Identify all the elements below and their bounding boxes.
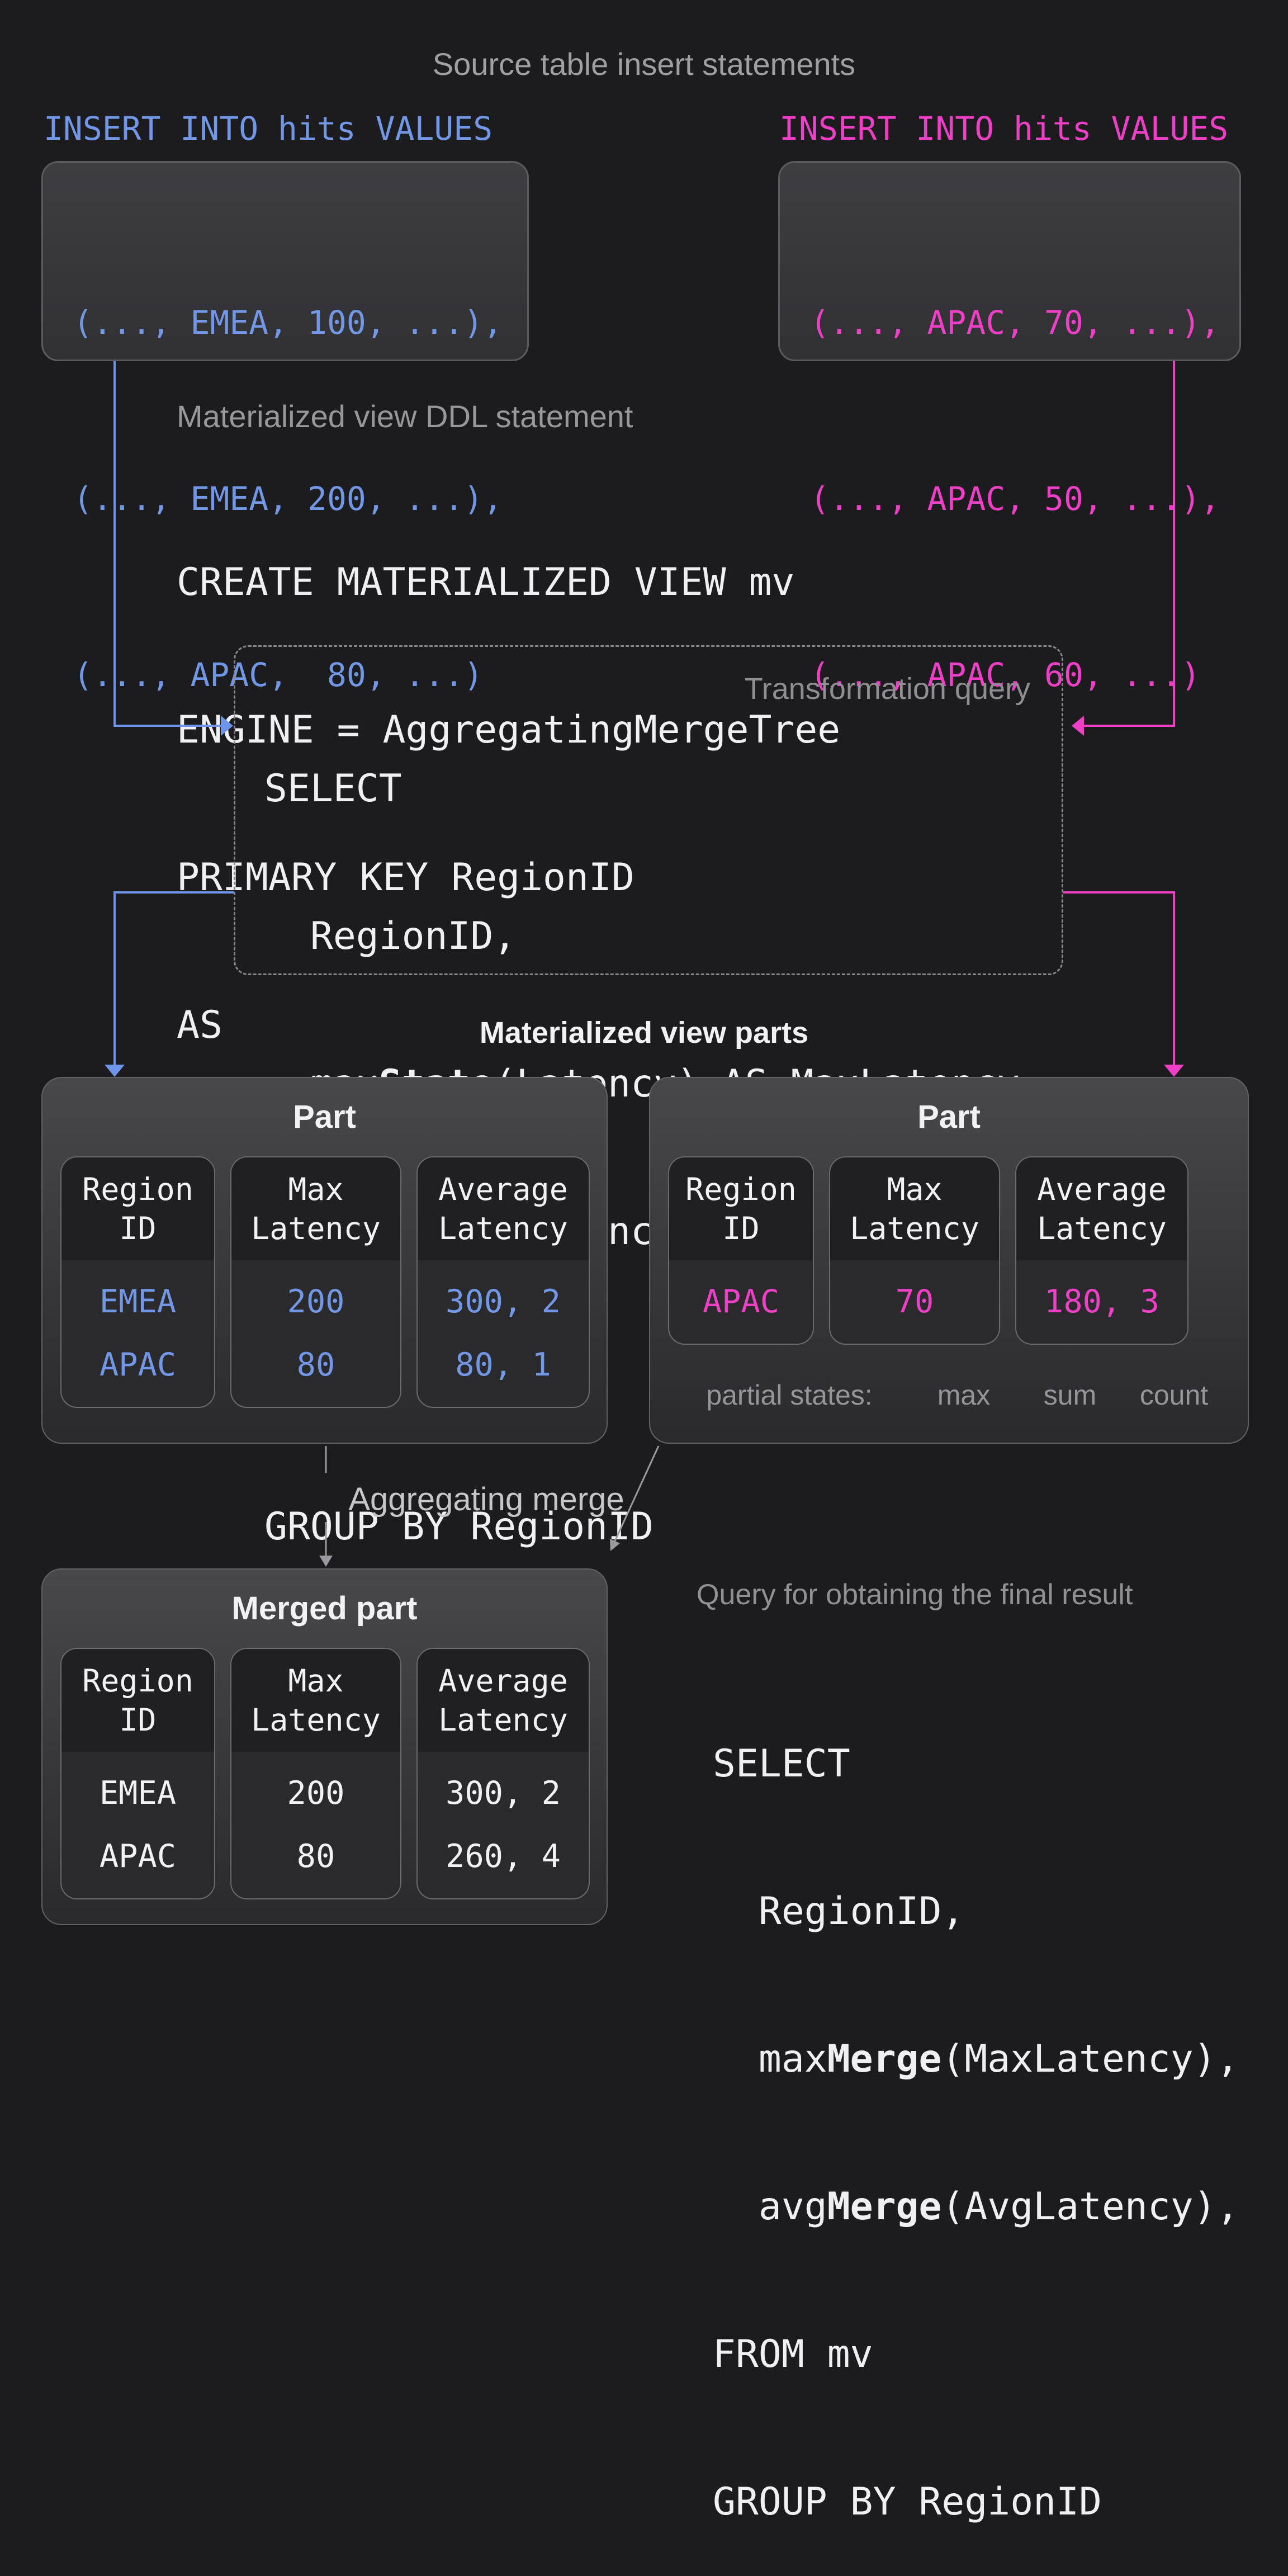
materialized-view-parts-heading: Materialized view parts — [479, 1016, 809, 1050]
part-title: Part — [917, 1099, 981, 1135]
final-code-line: avgMerge(AvgLatency), — [713, 2185, 1239, 2229]
partial-state-count-label: count — [1139, 1379, 1209, 1411]
insert-right-row: (..., APAC, 70, ...), — [810, 304, 1220, 342]
column-average-latency: Average Latency 300, 2 260, 4 — [416, 1648, 590, 1899]
source-inserts-heading: Source table insert statements — [432, 46, 856, 82]
column-region-id: Region ID EMEA APAC — [60, 1648, 215, 1899]
transformation-query-box: Transformation query SELECT RegionID, ma… — [234, 645, 1063, 1549]
partial-state-sum-label: sum — [1043, 1379, 1097, 1411]
column-max-latency: Max Latency 200 80 — [230, 1156, 401, 1408]
column-values: 200 80 — [287, 1283, 345, 1383]
column-header: Region ID — [61, 1157, 214, 1260]
column-values: 300, 2 260, 4 — [446, 1774, 561, 1875]
column-region-id: Region ID EMEA APAC — [60, 1156, 215, 1408]
column-header: Max Latency — [231, 1157, 400, 1260]
column-header: Region ID — [669, 1157, 813, 1260]
column-header: Max Latency — [830, 1157, 999, 1260]
column-average-latency: Average Latency 300, 2 80, 1 — [416, 1156, 590, 1408]
column-header: Average Latency — [1016, 1157, 1187, 1260]
aggregating-merge-label: Aggregating merge — [348, 1481, 624, 1518]
insert-right-box: (..., APAC, 70, ...), (..., APAC, 50, ..… — [778, 161, 1241, 694]
ddl-code-block: CREATE MATERIALIZED VIEW mv ENGINE = Agg… — [177, 460, 840, 1099]
column-header: Region ID — [61, 1649, 214, 1752]
final-code-line: maxMerge(MaxLatency), — [713, 2037, 1239, 2081]
final-query-code: SELECT RegionID, maxMerge(MaxLatency), a… — [713, 1641, 1239, 2576]
column-values: 70 — [895, 1283, 934, 1320]
blue-arrowhead-down-icon — [105, 1065, 125, 1077]
ddl-code-line: PRIMARY KEY RegionID — [177, 855, 634, 900]
materialized-view-diagram: { "colors": { "background": "#1c1c1e", "… — [41, 46, 1249, 2524]
final-query-heading: Query for obtaining the final result — [697, 1578, 1133, 1611]
column-values: EMEA APAC — [99, 1283, 177, 1383]
column-max-latency: Max Latency 70 — [829, 1156, 1000, 1345]
merged-part-title: Merged part — [231, 1590, 418, 1627]
tq-code-line: SELECT — [264, 767, 402, 811]
column-header: Max Latency — [231, 1649, 400, 1752]
ddl-code-line: CREATE MATERIALIZED VIEW mv — [177, 560, 795, 604]
column-header: Average Latency — [418, 1649, 589, 1752]
final-code-line: RegionID, — [713, 1889, 965, 1934]
insert-right-label: INSERT INTO hits VALUES — [779, 110, 1229, 148]
magenta-arrowhead-down-icon — [1164, 1065, 1184, 1077]
insert-left-box: (..., EMEA, 100, ...), (..., EMEA, 200, … — [41, 161, 529, 694]
column-values: 200 80 — [287, 1774, 345, 1875]
column-values: 180, 3 — [1044, 1283, 1159, 1320]
column-values: APAC — [702, 1283, 780, 1320]
insert-left-row: (..., EMEA, 100, ...), — [73, 304, 503, 342]
ddl-code-line: ENGINE = AggregatingMergeTree — [177, 708, 841, 752]
column-region-id: Region ID APAC — [668, 1156, 814, 1345]
part-box-left: Part Region ID EMEA APAC Max Latency 200… — [41, 1077, 608, 1444]
tq-code-line: RegionID, — [264, 914, 517, 958]
column-max-latency: Max Latency 200 80 — [230, 1648, 401, 1899]
column-header: Average Latency — [418, 1157, 589, 1260]
column-values: EMEA APAC — [99, 1774, 177, 1875]
partial-states-label: partial states: — [706, 1379, 873, 1411]
column-average-latency: Average Latency 180, 3 — [1015, 1156, 1188, 1345]
insert-right-row: (..., APAC, 50, ...), — [810, 480, 1220, 518]
partial-state-max-label: max — [937, 1379, 991, 1411]
insert-left-label: INSERT INTO hits VALUES — [44, 110, 493, 148]
final-code-line: FROM mv — [713, 2332, 873, 2376]
merged-part-box: Merged part Region ID EMEA APAC Max Late… — [41, 1568, 608, 1925]
final-code-line: GROUP BY RegionID — [713, 2480, 1102, 2524]
transformation-query-label: Transformation query — [744, 672, 1030, 706]
part-box-right: Part Region ID APAC Max Latency 70 Avera… — [649, 1077, 1249, 1444]
ddl-heading: Materialized view DDL statement — [177, 399, 633, 434]
part-title: Part — [293, 1099, 356, 1135]
final-code-line: SELECT — [713, 1742, 850, 1786]
column-values: 300, 2 80, 1 — [446, 1283, 561, 1383]
